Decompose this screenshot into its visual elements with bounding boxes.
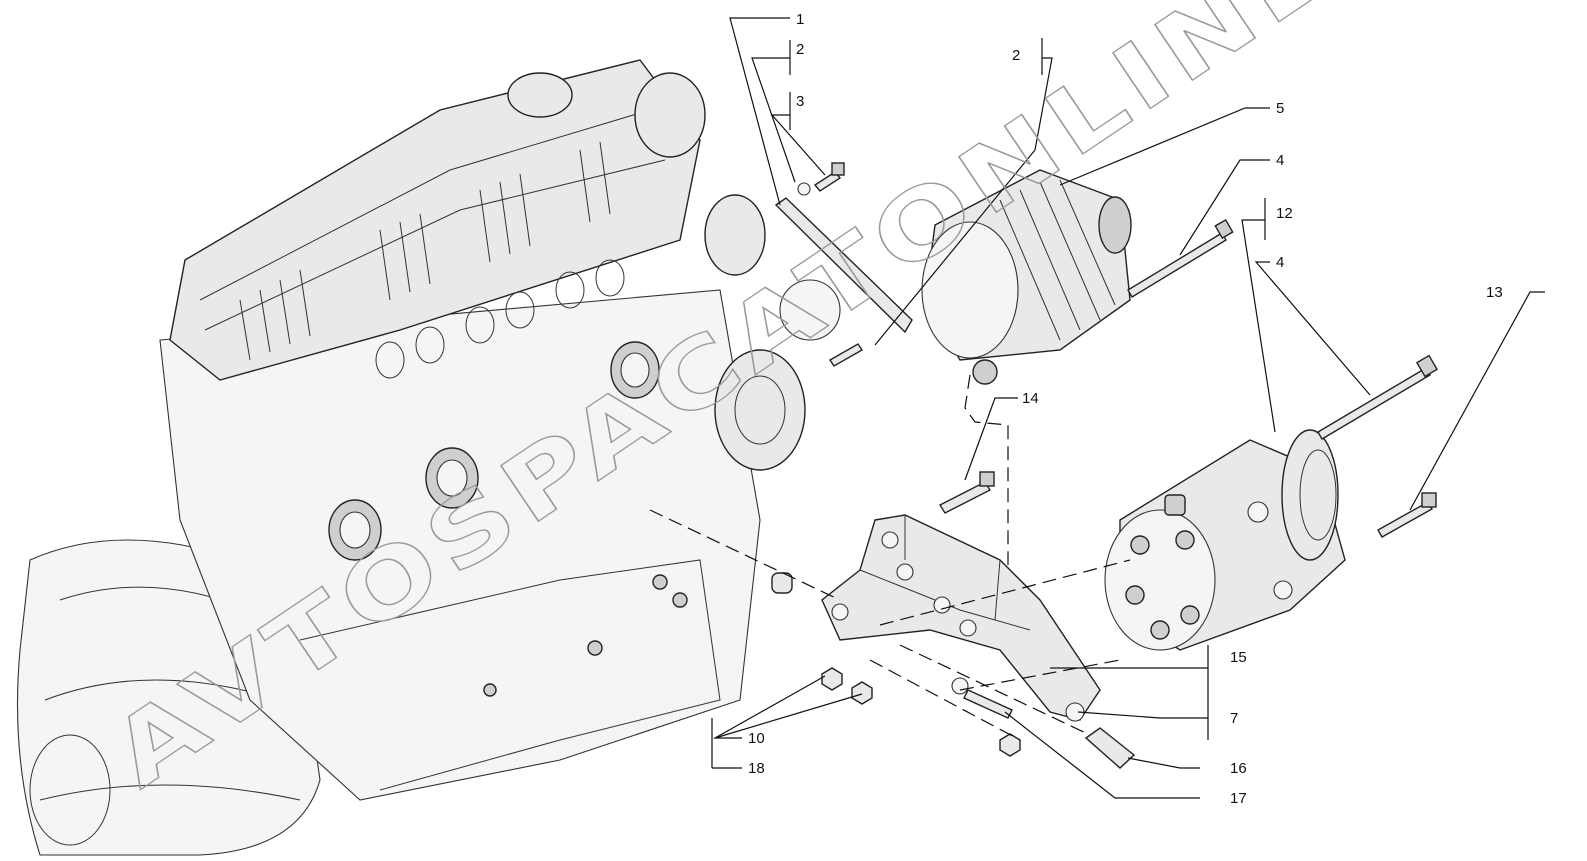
strap-lower-bolt xyxy=(829,343,863,367)
callout-4-lower: 4 xyxy=(1276,254,1284,271)
callout-labels: 1 2 3 2 5 4 12 4 13 14 15 7 10 18 16 17 xyxy=(748,11,1503,807)
nuts xyxy=(821,667,1021,757)
alternator xyxy=(921,169,1132,385)
callout-10: 10 xyxy=(748,730,765,747)
callout-4-upper: 4 xyxy=(1276,152,1284,169)
mounting-bracket xyxy=(821,514,1101,722)
alternator-long-bolt xyxy=(1127,218,1234,298)
stud-bolt xyxy=(951,677,1013,719)
callout-14: 14 xyxy=(1022,390,1039,407)
engine-assembly xyxy=(16,59,841,856)
callout-7: 7 xyxy=(1230,710,1238,727)
callout-5: 5 xyxy=(1276,100,1284,117)
callout-2-right: 2 xyxy=(1012,47,1020,64)
assembly-guide-lines xyxy=(649,374,1131,741)
strap-bolt xyxy=(797,162,845,196)
callout-17: 17 xyxy=(1230,790,1247,807)
tension-strap xyxy=(774,197,913,334)
callout-12: 12 xyxy=(1276,205,1293,222)
callout-16: 16 xyxy=(1230,760,1247,777)
compressor-short-bolt xyxy=(1377,492,1437,538)
ac-compressor xyxy=(1104,429,1346,651)
callout-1: 1 xyxy=(796,11,804,28)
spacer-sleeve xyxy=(771,572,793,594)
callout-2: 2 xyxy=(796,41,804,58)
bracket-bolt xyxy=(939,471,995,514)
compressor-long-bolt xyxy=(1317,354,1439,440)
threaded-sleeve xyxy=(1084,727,1136,769)
leader-lines xyxy=(711,17,1545,799)
callout-3: 3 xyxy=(796,93,804,110)
callout-18: 18 xyxy=(748,760,765,777)
callout-15: 15 xyxy=(1230,649,1247,666)
callout-13: 13 xyxy=(1486,284,1503,301)
